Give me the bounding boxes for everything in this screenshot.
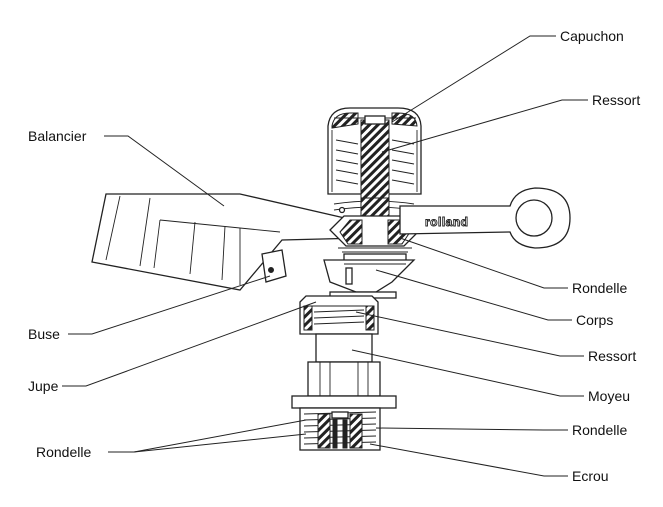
leader-rondelle-bottom-left-a xyxy=(108,419,307,453)
jupe-skirt xyxy=(299,295,379,335)
label-capuchon: Capuchon xyxy=(560,28,624,44)
label-rondelle-bottom-left: Rondelle xyxy=(36,444,91,460)
labels: Capuchon Ressort Balancier Rondelle Corp… xyxy=(28,28,640,484)
rolland-arm: rolland xyxy=(399,187,571,249)
leader-ressort-bottom xyxy=(355,311,584,357)
leader-moyeu xyxy=(351,349,584,397)
label-jupe: Jupe xyxy=(28,378,59,394)
label-ecrou: Ecrou xyxy=(572,468,609,484)
label-ressort-top: Ressort xyxy=(592,92,640,108)
leader-corps xyxy=(375,269,572,321)
leader-rondelle-bottom-left-b xyxy=(133,433,307,453)
leader-rondelle-mid xyxy=(399,237,568,289)
label-ressort-bottom: Ressort xyxy=(588,348,636,364)
leader-lines xyxy=(62,35,588,477)
leader-capuchon xyxy=(391,35,556,123)
ressort-bottom-coils xyxy=(313,309,365,325)
label-buse: Buse xyxy=(28,326,60,342)
capuchon-cap xyxy=(327,107,422,199)
leader-jupe xyxy=(62,301,317,387)
label-corps: Corps xyxy=(576,312,613,328)
ressort-top-coils xyxy=(335,139,415,185)
label-rondelle-mid: Rondelle xyxy=(572,280,627,296)
sprinkler-drawing: rolland xyxy=(91,107,571,451)
leader-rondelle-bottom-right xyxy=(375,427,568,431)
leader-ressort-top xyxy=(381,99,588,153)
moyeu-hub xyxy=(291,333,397,409)
brand-logo-text: rolland xyxy=(425,215,469,229)
corps-body xyxy=(323,253,416,299)
leader-buse xyxy=(68,275,271,335)
leader-ecrou xyxy=(369,443,568,477)
label-balancier: Balancier xyxy=(28,128,87,144)
label-rondelle-bottom-right: Rondelle xyxy=(572,422,627,438)
balancier-arm xyxy=(91,193,363,291)
leader-balancier xyxy=(104,135,225,207)
ecrou-nut-section xyxy=(299,407,381,451)
label-moyeu: Moyeu xyxy=(588,388,630,404)
